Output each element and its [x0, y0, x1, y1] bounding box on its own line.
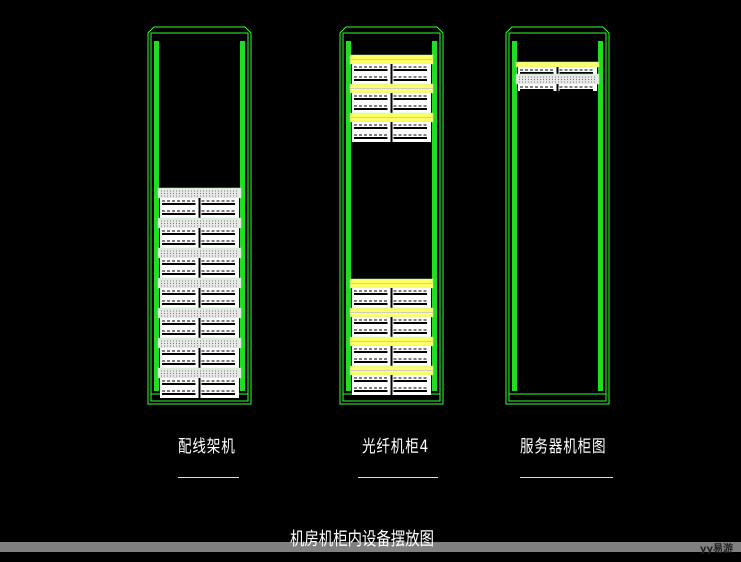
patch-port-bar — [162, 353, 196, 355]
patch-divider — [198, 318, 201, 338]
patch-port-bar — [559, 72, 593, 74]
patch-port-bar — [162, 273, 196, 275]
patch-port-bar — [393, 361, 427, 363]
cabinet-label-patch-frame: 配线架机 — [178, 437, 236, 457]
label-underline — [358, 477, 438, 478]
patch-port-bar — [201, 323, 235, 325]
patch-port-bar — [162, 323, 196, 325]
patch-divider — [198, 288, 201, 308]
patch-divider — [198, 258, 201, 278]
cabinet-frame — [339, 26, 444, 405]
patch-port-bar — [559, 89, 593, 91]
cabinet-rail-right — [240, 41, 245, 391]
patch-divider — [390, 317, 393, 337]
cabinet-inner-frame — [150, 32, 249, 402]
patch-port-bar — [393, 69, 427, 71]
patch-port-bar — [393, 127, 427, 129]
patch-divider — [390, 346, 393, 366]
patch-port-bar — [354, 108, 388, 110]
patch-port-bar — [393, 380, 427, 382]
patch-port-bar — [354, 293, 388, 295]
cabinet-frame — [505, 26, 610, 405]
patch-divider — [390, 122, 393, 142]
cabinet-label-fiber: 光纤机柜4 — [362, 437, 430, 457]
cabinet-rail-left — [154, 41, 159, 391]
patch-port-bar — [520, 72, 554, 74]
patch-port-bar — [162, 393, 196, 395]
patch-port-bar — [354, 380, 388, 382]
patch-port-bar — [201, 293, 235, 295]
patch-port-bar — [162, 263, 196, 265]
patch-port-bar — [393, 98, 427, 100]
patch-port-bar — [354, 322, 388, 324]
patch-divider — [390, 93, 393, 113]
patch-port-bar — [393, 137, 427, 139]
patch-port-bar — [393, 293, 427, 295]
patch-port-bar — [201, 303, 235, 305]
patch-port-bar — [162, 243, 196, 245]
patch-port-bar — [393, 390, 427, 392]
patch-port-bar — [162, 203, 196, 205]
patch-port-bar — [162, 303, 196, 305]
patch-port-bar — [162, 363, 196, 365]
patch-port-bar — [201, 263, 235, 265]
patch-port-bar — [393, 79, 427, 81]
patch-port-bar — [354, 98, 388, 100]
patch-divider — [390, 375, 393, 395]
patch-divider — [556, 67, 559, 74]
patch-port-bar — [162, 383, 196, 385]
label-underline — [520, 477, 613, 478]
patch-port-bar — [354, 390, 388, 392]
patch-divider — [390, 288, 393, 308]
patch-divider — [198, 228, 201, 248]
patch-port-bar — [201, 353, 235, 355]
cabinet-rail-right — [432, 41, 437, 391]
label-underline — [178, 477, 239, 478]
cabinet-inner-frame — [342, 32, 441, 402]
watermark: yy易游 — [699, 544, 733, 555]
drawing-title: 机房机柜内设备摆放图 — [290, 529, 434, 550]
cabinet-rail-left — [346, 41, 351, 391]
cabinet-frame — [147, 26, 252, 405]
cabinet-rail-left — [512, 41, 517, 391]
fiber-tray — [515, 61, 600, 68]
patch-port-bar — [354, 79, 388, 81]
patch-port-bar — [201, 243, 235, 245]
patch-port-bar — [201, 333, 235, 335]
cabinet-rail-right — [598, 41, 603, 391]
patch-port-bar — [201, 233, 235, 235]
patch-port-bar — [162, 293, 196, 295]
patch-port-bar — [393, 351, 427, 353]
patch-divider — [198, 348, 201, 368]
patch-port-bar — [393, 332, 427, 334]
patch-port-bar — [393, 108, 427, 110]
patch-port-bar — [354, 137, 388, 139]
patch-port-bar — [201, 363, 235, 365]
patch-port-bar — [162, 333, 196, 335]
patch-port-bar — [393, 303, 427, 305]
cabinet-label-server: 服务器机柜图 — [520, 437, 607, 457]
patch-port-bar — [162, 233, 196, 235]
patch-port-bar — [354, 332, 388, 334]
patch-port-bar — [201, 203, 235, 205]
patch-divider — [198, 378, 201, 398]
patch-port-bar — [201, 273, 235, 275]
patch-port-bar — [354, 361, 388, 363]
patch-divider — [556, 84, 559, 91]
status-bar — [0, 542, 741, 552]
cabinet-inner-frame — [508, 32, 607, 402]
patch-port-bar — [354, 127, 388, 129]
patch-port-bar — [393, 322, 427, 324]
patch-port-bar — [354, 351, 388, 353]
patch-divider — [198, 198, 201, 218]
patch-port-bar — [354, 303, 388, 305]
patch-port-bar — [520, 89, 554, 91]
patch-port-bar — [354, 69, 388, 71]
patch-port-bar — [162, 213, 196, 215]
patch-port-bar — [201, 383, 235, 385]
patch-port-bar — [201, 213, 235, 215]
patch-divider — [390, 64, 393, 84]
patch-port-bar — [201, 393, 235, 395]
